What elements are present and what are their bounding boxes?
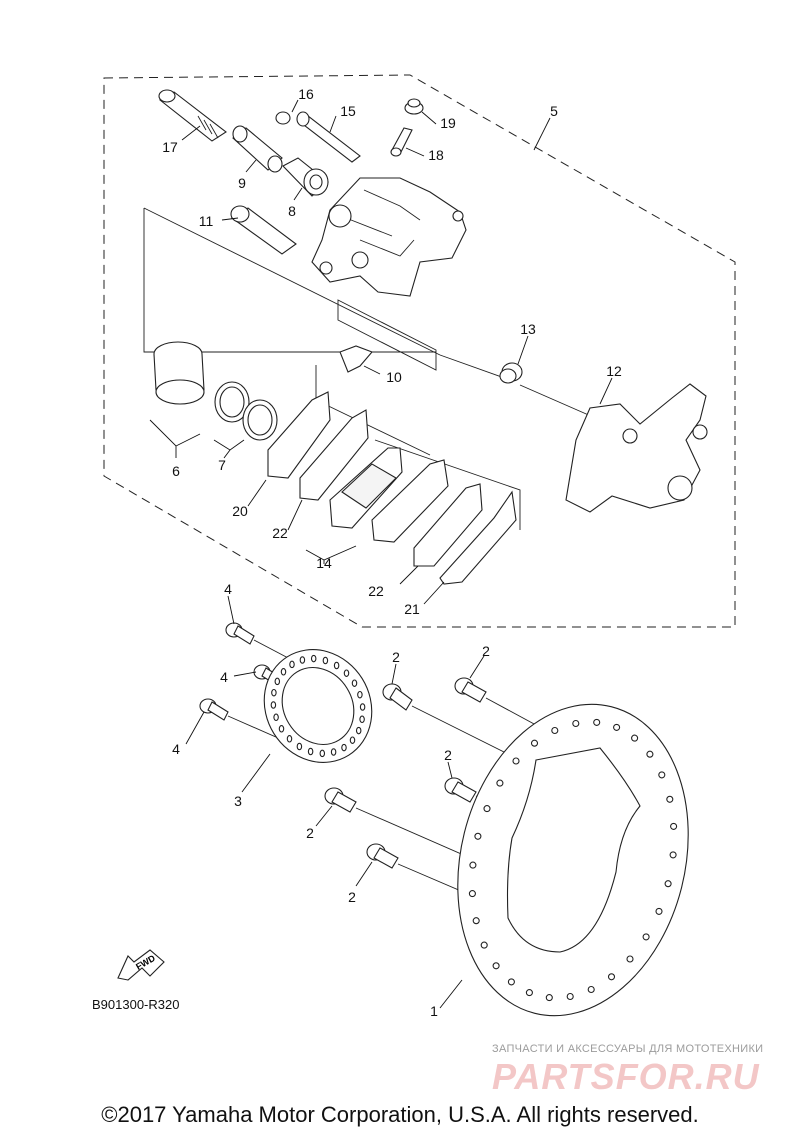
callout-2c: 2 [444,747,452,763]
callout-21: 21 [404,601,420,617]
pad-group-frame [143,208,436,353]
callout-16: 16 [298,86,314,102]
clip-frame [337,299,437,371]
callout-2d: 2 [306,825,314,841]
shim-21 [439,490,517,585]
grommet-13 [499,362,523,384]
callout-14: 14 [316,555,332,571]
leader-lines [181,99,613,1009]
callout-4b: 4 [220,669,228,685]
callout-2b: 2 [482,643,490,659]
seal-7b [242,399,278,441]
pin-15 [296,111,361,163]
callout-6: 6 [172,463,180,479]
bolt-2d [324,787,357,813]
sensor-rotor-3 [263,649,373,763]
sleeve-9 [232,125,283,173]
copyright-notice: ©2017 Yamaha Motor Corporation, U.S.A. A… [101,1102,699,1127]
bolt-2b [454,677,487,703]
callout-4a: 4 [224,581,232,597]
shim-20 [267,391,331,479]
bolt-4a [225,622,255,645]
callout-2a: 2 [392,649,400,665]
bracket-7 [213,439,245,451]
bolt-2c [444,777,477,803]
callout-7: 7 [218,457,226,473]
callout-5: 5 [550,103,558,119]
callout-3: 3 [234,793,242,809]
caliper-bolt-17 [158,89,227,142]
callout-20: 20 [232,503,248,519]
pad-frame-right [374,439,521,530]
watermark-subtitle: ЗАПЧАСТИ И АКСЕССУАРЫ ДЛЯ МОТОТЕХНИКИ [492,1043,764,1055]
callout-22a: 22 [272,525,288,541]
callout-17: 17 [162,139,178,155]
clip-10 [339,345,373,373]
boot-8 [282,157,329,197]
shim-22-lower [413,483,483,567]
callout-2e: 2 [348,889,356,905]
cap-19 [404,98,424,115]
bleed-screw-18 [390,127,413,157]
cap-16 [275,111,291,125]
callout-11: 11 [199,213,214,229]
bracket-7-lead [223,449,231,459]
sensor-rotor-slots [270,654,366,758]
brake-disc-holes [468,718,678,1002]
callout-1: 1 [430,1003,438,1019]
fwd-arrow: FWD [117,949,165,981]
callout-10: 10 [386,369,402,385]
caliper-body [311,177,467,297]
shim-22-upper [299,409,369,501]
callout-18: 18 [428,147,444,163]
bracket-axis-line [519,384,601,421]
callout-13: 13 [520,321,536,337]
piston-6 [153,341,205,405]
bolt-2a [382,683,413,711]
callout-9: 9 [238,175,246,191]
callout-15: 15 [340,103,356,119]
diagram-reference-code: B901300-R320 [92,997,180,1012]
callout-4c: 4 [172,741,180,757]
callout-19: 19 [440,115,456,131]
callout-8: 8 [288,203,296,219]
bracket-6-7 [149,419,201,447]
caliper-bracket-12 [565,383,708,513]
bolt-2e [366,843,399,869]
callout-22b: 22 [368,583,384,599]
seal-7a [214,381,250,423]
watermark-logo: PARTSFOR.RU [492,1056,760,1097]
brake-disc-1 [457,703,689,1017]
bolt-4c [199,698,229,721]
pad-kit-14 [329,447,449,543]
assembly-axis-line [439,354,511,381]
caliper-assembly-boundary [103,74,736,628]
callout-12: 12 [606,363,622,379]
pad-group-frame-top [143,207,441,356]
bolt-11 [230,205,297,255]
